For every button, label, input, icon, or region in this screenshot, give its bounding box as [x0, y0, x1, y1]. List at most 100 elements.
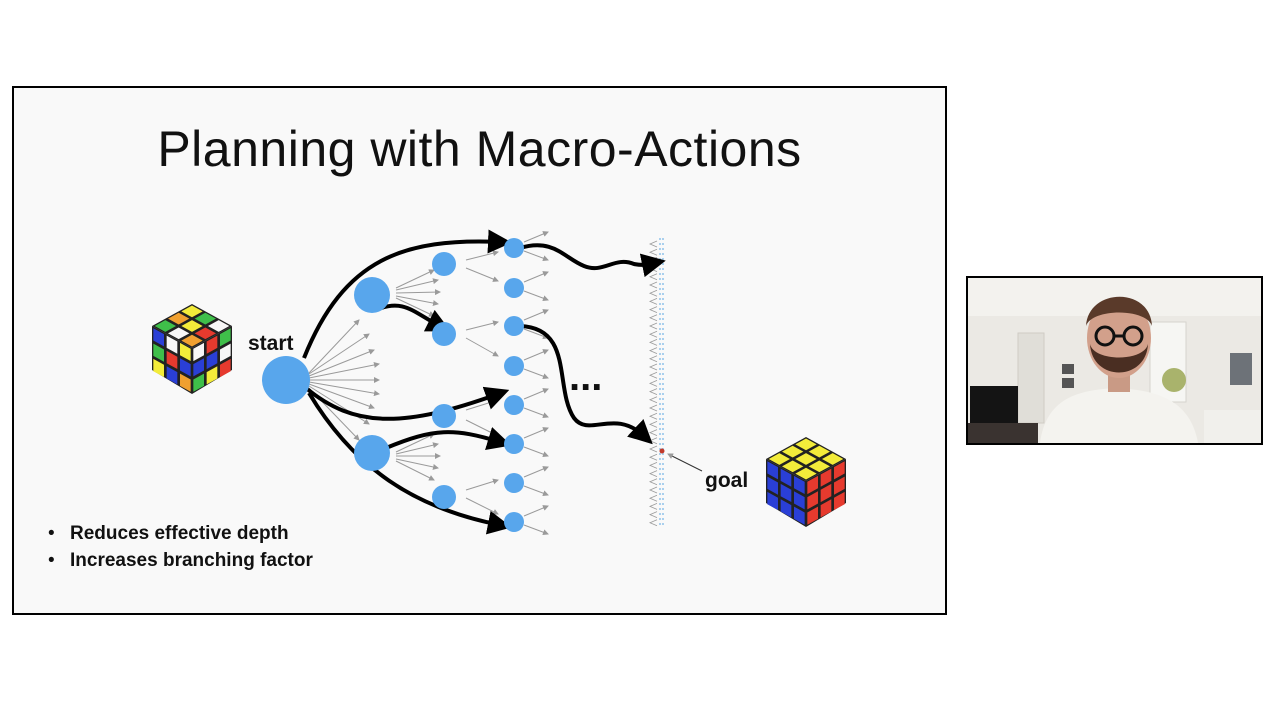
cube-sticker — [219, 328, 231, 347]
goal-label: goal — [705, 469, 748, 492]
start-label: start — [248, 332, 294, 355]
webcam-scene — [968, 278, 1261, 443]
tree-node — [504, 316, 524, 336]
cube-sticker — [782, 445, 804, 458]
cube-sticker — [767, 491, 778, 511]
frontier-tick — [648, 519, 658, 527]
cube-sticker — [807, 506, 818, 525]
cube-sticker — [179, 342, 191, 362]
cube-sticker — [767, 476, 778, 495]
frontier-tick — [648, 429, 658, 436]
search-tree-diagram: ... start goal — [152, 229, 846, 536]
frontier-tick — [648, 404, 658, 412]
cube-sticker — [194, 327, 216, 340]
frontier-tick — [648, 371, 658, 379]
cube-sticker — [780, 499, 792, 518]
tree-node — [504, 278, 524, 298]
bullet-item: Increases branching factor — [48, 547, 313, 574]
cube-sticker — [207, 320, 230, 332]
tree-node — [504, 238, 524, 258]
tree-node — [504, 395, 524, 415]
frontier-tick — [648, 322, 658, 330]
presenter-shirt — [1040, 388, 1198, 443]
slide: Planning with Macro-Actions — [12, 86, 947, 615]
cube-sticker — [206, 366, 218, 385]
frontier-tick — [648, 248, 658, 256]
frontier-tick — [648, 494, 658, 502]
cube-sticker — [219, 358, 231, 378]
level2-branches — [465, 250, 499, 515]
start-node — [262, 356, 310, 404]
start-branches — [308, 319, 380, 441]
cube-sticker — [780, 483, 792, 503]
tree-node — [432, 404, 456, 428]
cube-sticker — [767, 461, 778, 480]
frontier-tick — [648, 396, 658, 404]
cube-sticker — [808, 460, 830, 473]
slide-title: Planning with Macro-Actions — [157, 121, 802, 177]
frontier-tick — [648, 478, 658, 486]
frontier-tick — [648, 347, 658, 354]
cube-sticker — [807, 475, 818, 495]
presenter-hair — [1086, 296, 1152, 326]
goal-point — [659, 448, 665, 454]
frontier-tick — [648, 511, 658, 518]
frontier-tick — [648, 265, 658, 272]
tv-screen — [970, 386, 1018, 426]
level1-branches — [395, 269, 441, 481]
frontier-tick — [648, 453, 658, 461]
cube-sticker — [154, 320, 177, 332]
cube-sticker — [193, 342, 204, 362]
cube-sticker — [833, 461, 845, 480]
tree-node — [504, 434, 524, 454]
frontier-tick — [648, 486, 658, 494]
frontier-tick — [648, 412, 658, 420]
cube-sticker — [181, 305, 203, 318]
cube-sticker — [793, 506, 805, 525]
frontier-tick — [648, 298, 658, 305]
tree-node — [432, 485, 456, 509]
frontier-tick — [648, 240, 658, 248]
frontier-tick — [648, 281, 658, 289]
cube-sticker — [153, 343, 164, 362]
cube-sticker — [206, 350, 218, 370]
wall-frame — [1062, 378, 1074, 388]
wall-frame — [1062, 364, 1074, 374]
cube-sticker — [807, 491, 818, 510]
tree-node — [504, 473, 524, 493]
tree-node — [354, 435, 390, 471]
cube-sticker — [166, 335, 178, 354]
frontier-tick — [648, 388, 658, 395]
cube-sticker — [181, 334, 203, 347]
cube-sticker — [808, 445, 830, 458]
frontier-tick — [648, 380, 658, 387]
goal-pointer — [667, 453, 703, 472]
presenter-video-feed — [966, 276, 1263, 445]
cube-sticker — [181, 320, 203, 332]
frontier-tick — [648, 445, 658, 453]
cube-sticker — [166, 350, 178, 370]
bullet-list: Reduces effective depth Increases branch… — [48, 520, 313, 574]
frontier-tick — [648, 314, 658, 322]
goal-frontier — [648, 238, 664, 528]
cube-sticker — [820, 468, 832, 487]
cube-sticker — [821, 453, 844, 465]
cube-sticker — [153, 358, 164, 378]
cube-sticker — [179, 373, 191, 392]
cube-sticker — [768, 453, 791, 465]
cube-sticker — [793, 491, 805, 510]
cube-sticker — [793, 475, 805, 495]
wall-artwork — [1230, 353, 1252, 385]
tree-node — [504, 356, 524, 376]
cube-sticker — [179, 358, 191, 377]
tree-node — [432, 252, 456, 276]
frontier-tick — [648, 503, 658, 510]
solved-rubiks-cube-icon — [766, 437, 846, 527]
cube-sticker — [795, 467, 817, 480]
level3-branches — [523, 231, 549, 536]
tree-node — [354, 277, 390, 313]
cube-sticker — [153, 328, 164, 347]
cube-sticker — [820, 499, 832, 518]
cube-sticker — [833, 476, 845, 495]
cube-sticker — [168, 327, 190, 340]
